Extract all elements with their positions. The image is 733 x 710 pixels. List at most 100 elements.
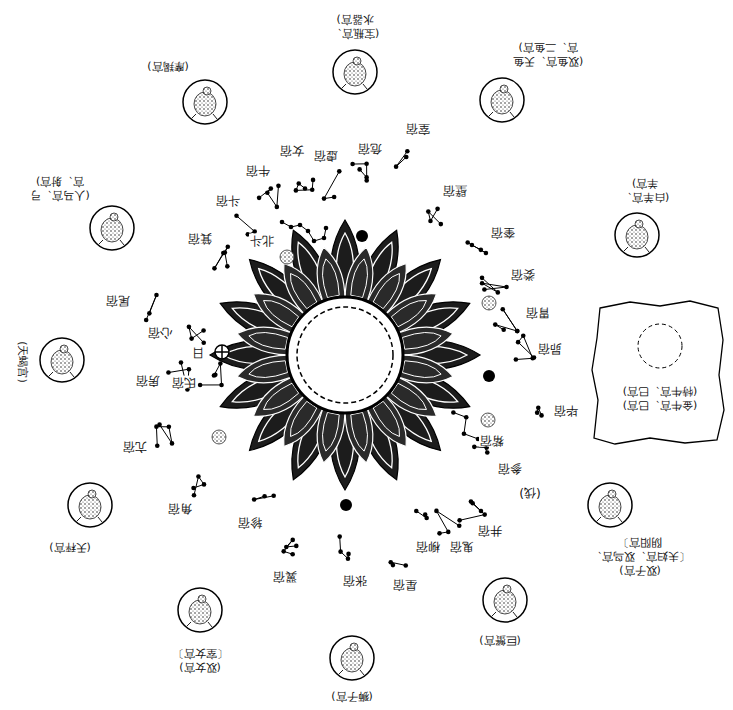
sign-label-group: (天蝎宫) [15, 337, 29, 387]
star [218, 361, 223, 366]
star [516, 340, 521, 345]
sign-name: (摩羯宫) [147, 59, 189, 73]
zodiac-sign: (金牛宫、巳宫)(特牛宫、巳宫) [590, 300, 726, 445]
star [324, 226, 329, 231]
star [496, 290, 501, 295]
star [404, 155, 409, 160]
sign-label-group: (白羊宫、羊宫) [617, 176, 673, 204]
zodiac-sign: (摩羯宫) [183, 80, 227, 124]
star [504, 285, 509, 290]
planet-stippled [212, 430, 226, 444]
star-line [259, 186, 278, 207]
star-line [460, 501, 485, 520]
mansion-label: 心宿 [147, 325, 173, 338]
star [201, 328, 206, 333]
mansion-label: 北斗 [249, 233, 275, 246]
mansion-label: 星宿 [392, 577, 418, 590]
star [501, 327, 506, 332]
star [257, 196, 262, 201]
star [212, 266, 217, 271]
star [271, 494, 276, 499]
sign-label-group: (双鱼宫、天鱼宫、二鱼宫) [506, 40, 590, 68]
mansion-label: 氐宿 [171, 375, 197, 388]
star [337, 169, 342, 174]
star [187, 367, 192, 372]
mansion-label: 室宿 [405, 121, 431, 134]
star [192, 493, 197, 498]
star [223, 250, 228, 255]
star [196, 474, 201, 479]
zodiac-sign: (双鱼宫、天鱼宫、二鱼宫) [480, 78, 524, 122]
star [155, 443, 160, 448]
planet-dot [340, 499, 352, 511]
lotus [210, 220, 480, 490]
star [439, 222, 444, 227]
zodiac-sign: (双女宫)〔室女宫〕 [178, 588, 222, 632]
star-line [200, 363, 221, 385]
sign-label-group: (人马宫、弓宫、射宫) [24, 174, 96, 202]
star [322, 196, 327, 201]
sign-label-group: (巨蟹宫) [470, 633, 530, 647]
star [311, 178, 316, 183]
zodiac-sign: (天蝎宫) [40, 338, 84, 382]
planet-stippled [280, 250, 294, 264]
star [515, 329, 520, 334]
star [472, 445, 477, 450]
star [294, 188, 299, 193]
star [484, 251, 489, 256]
mansion-label: 张宿 [342, 573, 368, 586]
star [296, 181, 301, 186]
mansion-label: 危宿 [357, 141, 383, 154]
zodiac-sign: (人马宫、弓宫、射宫) [90, 206, 134, 250]
planet-dot [356, 230, 368, 242]
mansion-label: 斗宿 [215, 193, 241, 206]
star [493, 322, 498, 327]
star [147, 311, 152, 316]
sign-label-group: (摩羯宫) [138, 59, 198, 73]
star [338, 549, 343, 554]
sun-symbol [215, 345, 229, 359]
star [290, 538, 295, 543]
star [310, 187, 315, 192]
star [332, 195, 337, 200]
star [269, 186, 274, 191]
sign-outline [333, 50, 377, 94]
sign-name: (人马宫、弓宫、射宫) [24, 174, 96, 202]
star [514, 357, 519, 362]
star [535, 410, 540, 415]
mansion-label: 日 [191, 345, 205, 358]
mansion-label: (伐) [518, 485, 541, 498]
sign-name: (狮子宫) [331, 689, 373, 703]
star [364, 175, 369, 180]
sign-name: (巨蟹宫) [479, 633, 521, 647]
planet-dot [483, 370, 495, 382]
mansion-label: 毕宿 [553, 403, 579, 416]
sign-name: (特牛宫、巳宫) [623, 384, 698, 398]
star [394, 164, 399, 169]
star-line [146, 295, 156, 320]
sign-label-group: (狮子宫) [322, 689, 382, 703]
star [437, 531, 442, 536]
mansion-label: 牛宿 [245, 163, 271, 176]
zodiac-sign: (双子宫)〔夫妇宫、双鸟宫、阴阳宫〕 [588, 483, 632, 527]
star [290, 552, 295, 557]
star [364, 162, 369, 167]
zodiac-sign: (狮子宫) [330, 636, 374, 680]
sign-outline [483, 578, 527, 622]
zodiac-sign: (白羊宫、羊宫) [615, 213, 659, 257]
sign-name: (宝瓶宫、水器宫) [327, 12, 383, 40]
star [225, 264, 230, 269]
star [428, 219, 433, 224]
star [294, 544, 299, 549]
zodiac-sign: (巨蟹宫) [483, 578, 527, 622]
sign-outline [68, 483, 112, 527]
star [298, 223, 303, 228]
star [482, 287, 487, 292]
star [479, 509, 484, 514]
sign-name: (天蝎宫) [15, 341, 29, 383]
mansion-label: 胃宿 [525, 305, 551, 318]
sign-outline [588, 483, 632, 527]
sign-name: (白羊宫、羊宫) [617, 176, 673, 204]
zodiac-sign: (天秤宫) [68, 483, 112, 527]
sign-outline [480, 78, 524, 122]
